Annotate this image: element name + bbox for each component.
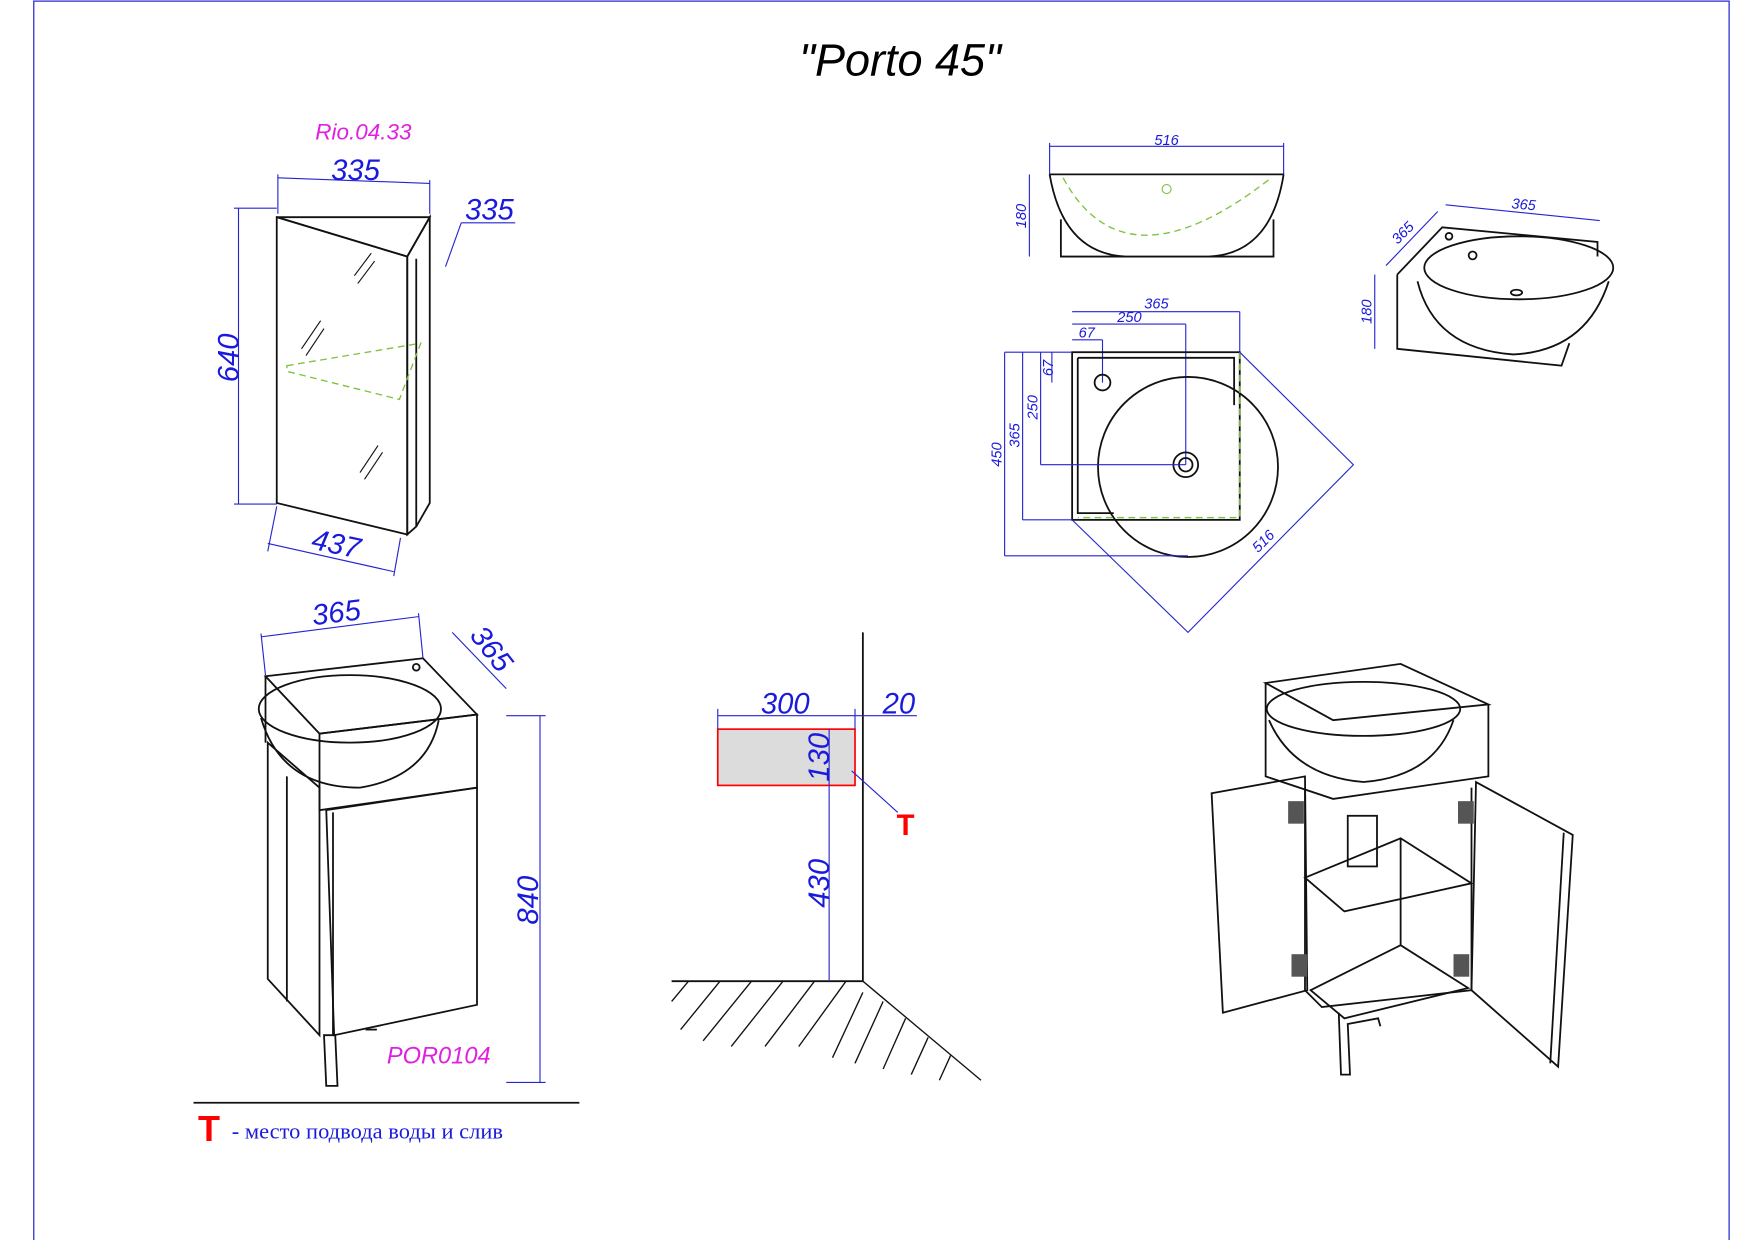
install-gap-dim: 20 — [882, 688, 916, 720]
iso-width-dim: 365 — [1511, 196, 1538, 214]
basin-front-width-dim: 516 — [1154, 133, 1179, 149]
mounting-zone — [716, 728, 856, 787]
install-width-dim: 300 — [761, 688, 811, 720]
mirror-depth-dim: 335 — [465, 194, 515, 226]
vanity-width-dim: 365 — [310, 594, 363, 632]
legend: T - место подвода воды и слив — [193, 1101, 580, 1149]
plan-width-67-dim: 67 — [1079, 326, 1096, 342]
vanity-depth-dim: 365 — [463, 620, 519, 679]
vanity-code: POR0104 — [387, 1043, 491, 1069]
mirror-code: Rio.04.33 — [315, 120, 412, 145]
installation-drawing: 300 20 130 430 T — [671, 632, 982, 1081]
plan-diagonal-dim: 516 — [1250, 527, 1279, 556]
iso-depth-dim: 365 — [1389, 219, 1418, 248]
legend-text: - место подвода воды и слив — [232, 1119, 503, 1144]
siphon — [1346, 814, 1378, 868]
sheet-border — [33, 0, 1730, 1240]
plan-height-450-dim: 450 — [989, 442, 1005, 466]
basin-front-view: 516 180 — [1014, 133, 1285, 258]
vanity-open-view — [1210, 662, 1574, 1076]
plan-width-365-dim: 365 — [1144, 296, 1169, 312]
install-height-dim: 130 — [804, 732, 836, 782]
mirror-height-dim: 640 — [214, 333, 246, 383]
hinges — [1288, 801, 1474, 977]
mirror-diagonal-dim: 437 — [309, 524, 365, 566]
plan-height-365-dim: 365 — [1007, 422, 1023, 447]
water-supply-marker: T — [897, 810, 915, 842]
iso-height-dim: 180 — [1359, 299, 1375, 323]
page-title: "Porto 45" — [799, 34, 1003, 85]
install-floor-dim: 430 — [804, 858, 836, 908]
basin-front-height-dim: 180 — [1014, 204, 1030, 228]
basin-iso-view: 365 365 180 — [1359, 196, 1615, 367]
vanity-height-dim: 840 — [513, 875, 545, 925]
mirror-glare — [301, 252, 383, 480]
plan-width-250-dim: 250 — [1116, 310, 1141, 326]
basin-plan-view: 365 250 67 67 250 365 450 516 — [989, 296, 1355, 634]
plan-height-250-dim: 250 — [1025, 395, 1041, 420]
plan-height-67-dim: 67 — [1041, 359, 1057, 376]
vanity-drawing: 365 365 840 POR0104 — [257, 594, 546, 1087]
mirror-cabinet-drawing: Rio.04.33 335 335 640 437 — [214, 120, 516, 577]
legend-marker: T — [198, 1108, 220, 1149]
mirror-width-dim: 335 — [331, 155, 381, 187]
